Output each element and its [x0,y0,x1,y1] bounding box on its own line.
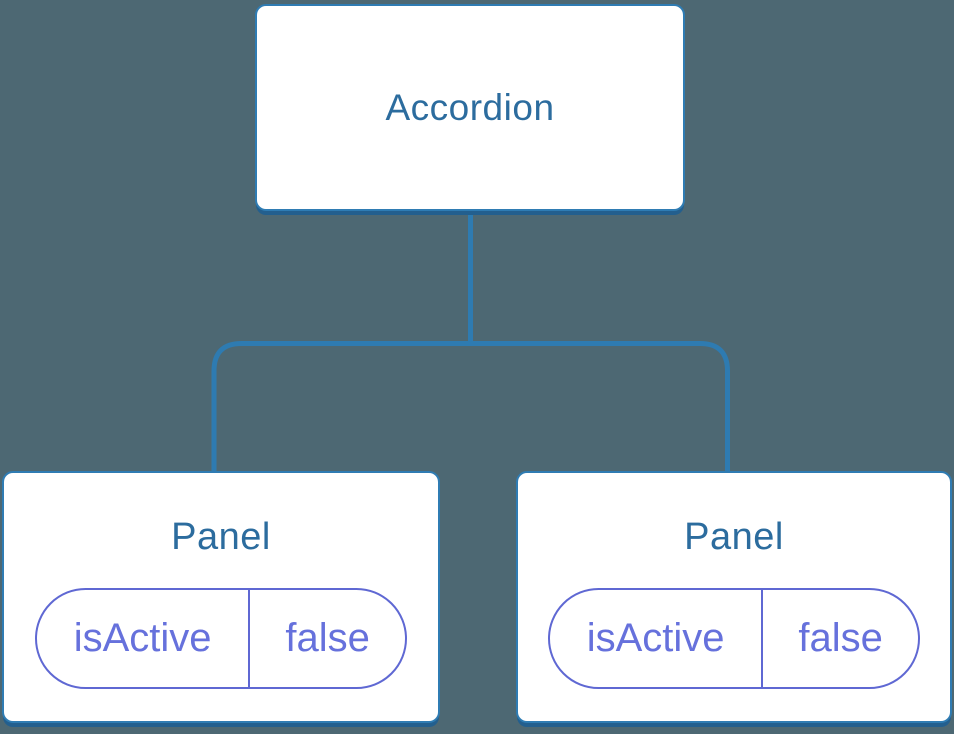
accordion-node-label: Accordion [385,86,555,128]
state-pill: isActive false [35,588,407,689]
state-value: false [285,616,370,660]
panel-node-label: Panel [684,516,784,558]
panel-node-label: Panel [171,516,271,558]
state-value: false [798,616,883,660]
connector-bracket [211,341,730,472]
state-pill: isActive false [548,588,920,689]
state-name: isActive [37,590,251,687]
panel-node-right: Panel isActive false [516,471,952,723]
state-name: isActive [550,590,764,687]
accordion-node: Accordion [255,4,685,211]
panel-node-left: Panel isActive false [2,471,440,723]
